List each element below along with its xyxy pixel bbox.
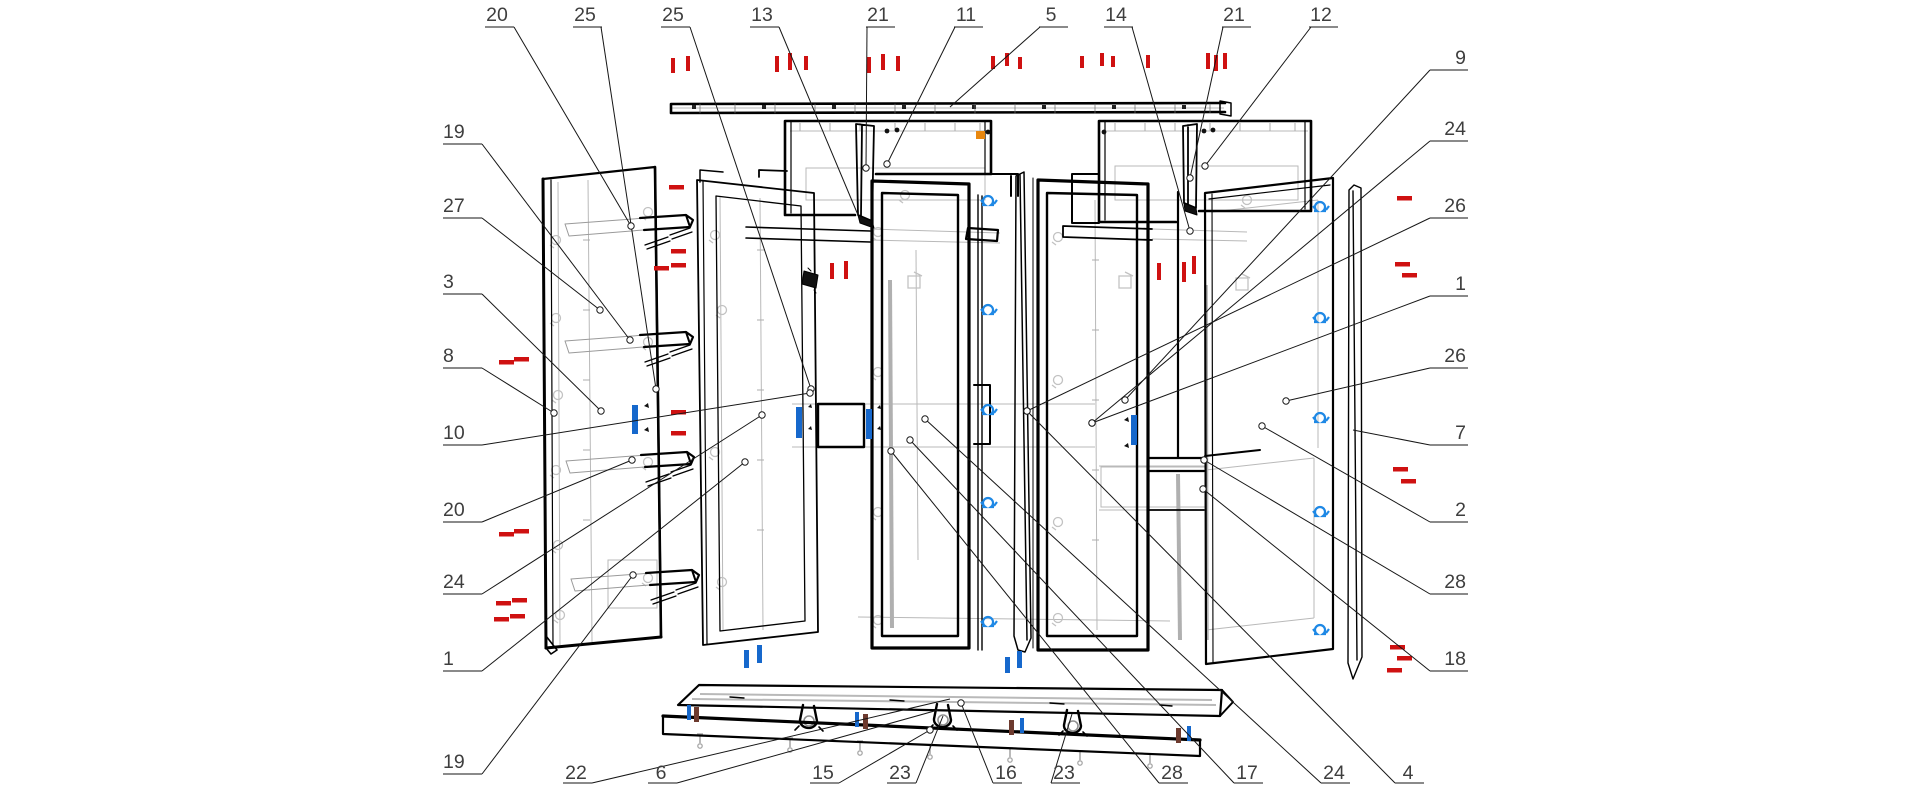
svg-text:17: 17 (1236, 762, 1258, 784)
svg-text:1: 1 (443, 648, 454, 670)
svg-text:3: 3 (443, 271, 454, 293)
svg-text:23: 23 (889, 762, 911, 784)
svg-text:19: 19 (443, 121, 465, 143)
svg-text:20: 20 (443, 499, 465, 521)
svg-text:24: 24 (443, 571, 465, 593)
svg-text:2: 2 (1455, 499, 1466, 521)
svg-text:24: 24 (1444, 118, 1466, 140)
svg-text:11: 11 (956, 4, 976, 26)
svg-text:25: 25 (574, 4, 596, 26)
svg-text:28: 28 (1161, 762, 1183, 784)
svg-text:10: 10 (443, 422, 465, 444)
svg-text:28: 28 (1444, 571, 1466, 593)
svg-text:20: 20 (486, 4, 508, 26)
svg-text:23: 23 (1053, 762, 1075, 784)
svg-text:8: 8 (443, 345, 454, 367)
svg-text:7: 7 (1455, 422, 1466, 444)
svg-text:25: 25 (662, 4, 684, 26)
svg-text:16: 16 (995, 762, 1017, 784)
svg-text:24: 24 (1323, 762, 1345, 784)
svg-text:26: 26 (1444, 195, 1466, 217)
svg-text:9: 9 (1455, 47, 1466, 69)
svg-text:15: 15 (812, 762, 834, 784)
svg-text:4: 4 (1403, 762, 1414, 784)
svg-text:12: 12 (1310, 4, 1332, 26)
svg-text:22: 22 (565, 762, 587, 784)
svg-text:14: 14 (1105, 4, 1127, 26)
svg-text:18: 18 (1444, 648, 1466, 670)
svg-text:5: 5 (1046, 4, 1057, 26)
svg-text:13: 13 (751, 4, 773, 26)
svg-text:1: 1 (1455, 273, 1466, 295)
svg-text:27: 27 (443, 195, 465, 217)
svg-text:21: 21 (867, 4, 889, 26)
svg-text:26: 26 (1444, 345, 1466, 367)
svg-text:19: 19 (443, 751, 465, 773)
svg-text:6: 6 (656, 762, 667, 784)
svg-text:21: 21 (1223, 4, 1245, 26)
